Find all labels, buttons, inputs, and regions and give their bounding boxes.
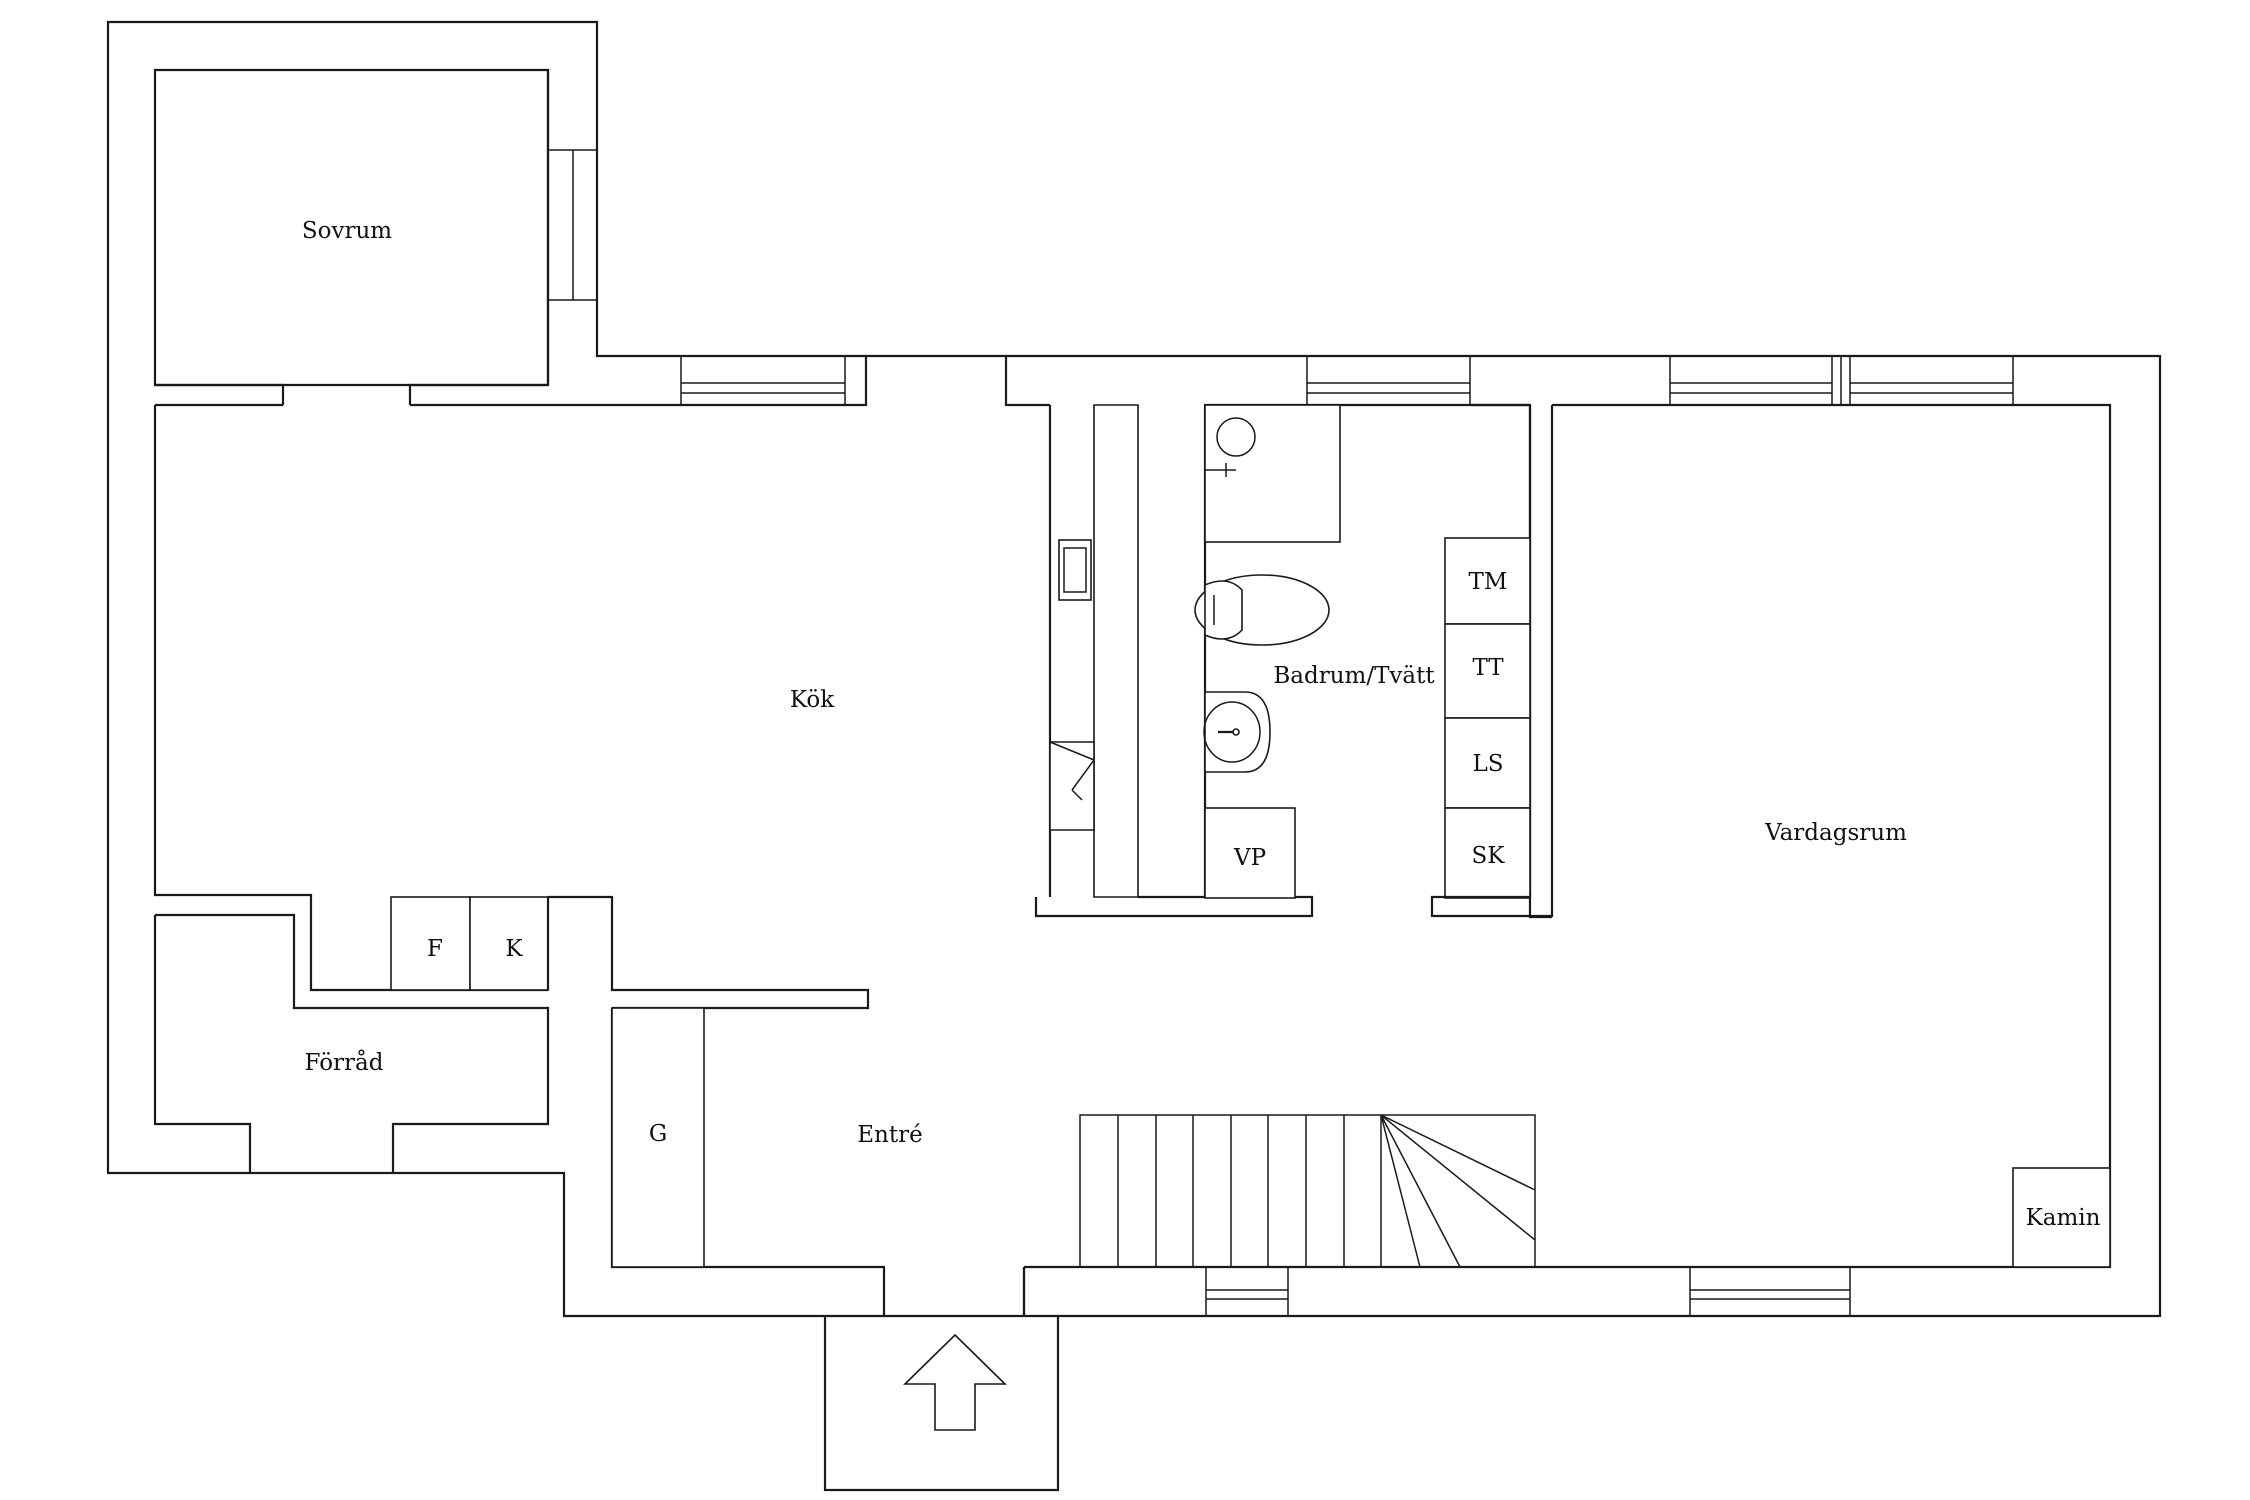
room-label-forrad: Förråd: [305, 1049, 384, 1076]
fixture-label-k: K: [505, 936, 523, 962]
bathroom: [1194, 404, 1554, 918]
kitchen-walls: [153, 356, 2112, 1269]
toilet-icon: [1194, 574, 1330, 646]
up-arrow-icon: [903, 1333, 1007, 1431]
fixture-label-sk: SK: [1472, 843, 1506, 869]
kamin-box: [2012, 1167, 2111, 1268]
fixture-label-f: F: [427, 936, 443, 962]
room-label-vardagsrum: Vardagsrum: [1764, 820, 1907, 846]
shower-icon: [1204, 404, 1341, 543]
fixture-label-kamin: Kamin: [2026, 1205, 2101, 1231]
vp-box: [1204, 807, 1296, 899]
staircase-icon: [1079, 1114, 1536, 1268]
entrance-area: [823, 1267, 1851, 1492]
stove-icon: [1049, 741, 1095, 831]
room-label-entre: Entré: [857, 1122, 922, 1148]
washbasin-icon: [1203, 691, 1271, 773]
fixture-label-vp: VP: [1233, 845, 1266, 871]
fixture-label-g: G: [649, 1121, 667, 1147]
room-label-sovrum: Sovrum: [302, 218, 392, 244]
room-label-badrum: Badrum/Tvätt: [1273, 663, 1435, 689]
room-label-kok: Kök: [790, 687, 835, 713]
storage-walls: [153, 895, 886, 1316]
fixture-label-ls: LS: [1472, 751, 1503, 777]
fixture-label-tt: TT: [1472, 655, 1504, 681]
bedroom-walls: [155, 70, 868, 407]
kitchen-counter: [1034, 404, 1314, 918]
fixture-label-tm: TM: [1469, 569, 1508, 595]
